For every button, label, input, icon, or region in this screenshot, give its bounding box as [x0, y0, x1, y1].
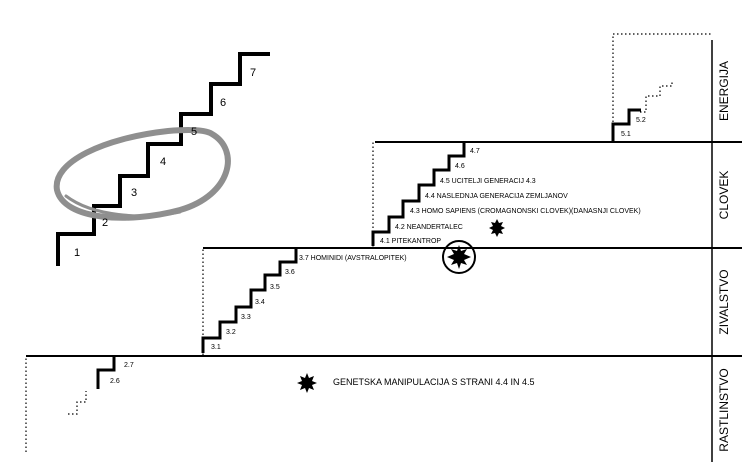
- star-icon: [297, 373, 317, 393]
- star-icon: [489, 219, 505, 237]
- step-number-4: 4: [160, 156, 166, 168]
- genetic-manipulation-note: GENETSKA MANIPULACIJA S STRANI 4.4 IN 4.…: [333, 377, 535, 387]
- step-label-3-7: 3.7 HOMINIDI (AVSTRALOPITEK): [299, 255, 407, 262]
- step-label-4-5: 4.5 UCITELJI GENERACIJ 4.3: [440, 178, 536, 185]
- step-label-4-3: 4.3 HOMO SAPIENS (CROMAGNONSKI CLOVEK)(D…: [410, 208, 641, 215]
- step-label-3-1: 3.1: [211, 344, 221, 351]
- step-label-4-1: 4.1 PITEKANTROP: [380, 238, 441, 245]
- step-number-7: 7: [250, 67, 256, 79]
- highlight-ellipse: [53, 127, 231, 221]
- plant-staircase: [96, 356, 116, 389]
- animal-staircase: [201, 249, 298, 353]
- step-label-3-3: 3.3: [241, 314, 251, 321]
- step-label-2-6: 2.6: [110, 378, 120, 385]
- dotted-guides: [25, 33, 712, 452]
- step-number-6: 6: [220, 97, 226, 109]
- step-label-4-2: 4.2 NEANDERTALEC: [395, 224, 463, 231]
- band-label-zivalstvo: ZIVALSTVO: [717, 269, 731, 334]
- circled-star-icon: [442, 240, 476, 274]
- step-label-2-7: 2.7: [124, 362, 134, 369]
- band-label-energija: ENERGIJA: [717, 61, 731, 121]
- step-label-4-6: 4.6: [455, 163, 465, 170]
- small-staircase: [56, 52, 270, 266]
- step-label-3-4: 3.4: [255, 299, 265, 306]
- step-number-3: 3: [131, 187, 137, 199]
- step-label-3-5: 3.5: [270, 284, 280, 291]
- step-label-3-6: 3.6: [285, 269, 295, 276]
- step-label-3-2: 3.2: [226, 329, 236, 336]
- step-label-4-4: 4.4 NASLEDNJA GENERACIJA ZEMLJANOV: [425, 193, 568, 200]
- band-label-clovek: CLOVEK: [717, 171, 731, 220]
- step-label-5-2: 5.2: [636, 117, 646, 124]
- step-number-2: 2: [102, 217, 108, 229]
- step-label-5-1: 5.1: [621, 131, 631, 138]
- step-number-1: 1: [74, 247, 80, 259]
- step-label-4-7: 4.7: [470, 148, 480, 155]
- energy-staircase: [611, 108, 641, 141]
- step-number-5: 5: [191, 126, 197, 138]
- human-staircase: [371, 143, 466, 246]
- band-label-rastlinstvo: RASTLINSTVO: [717, 368, 731, 451]
